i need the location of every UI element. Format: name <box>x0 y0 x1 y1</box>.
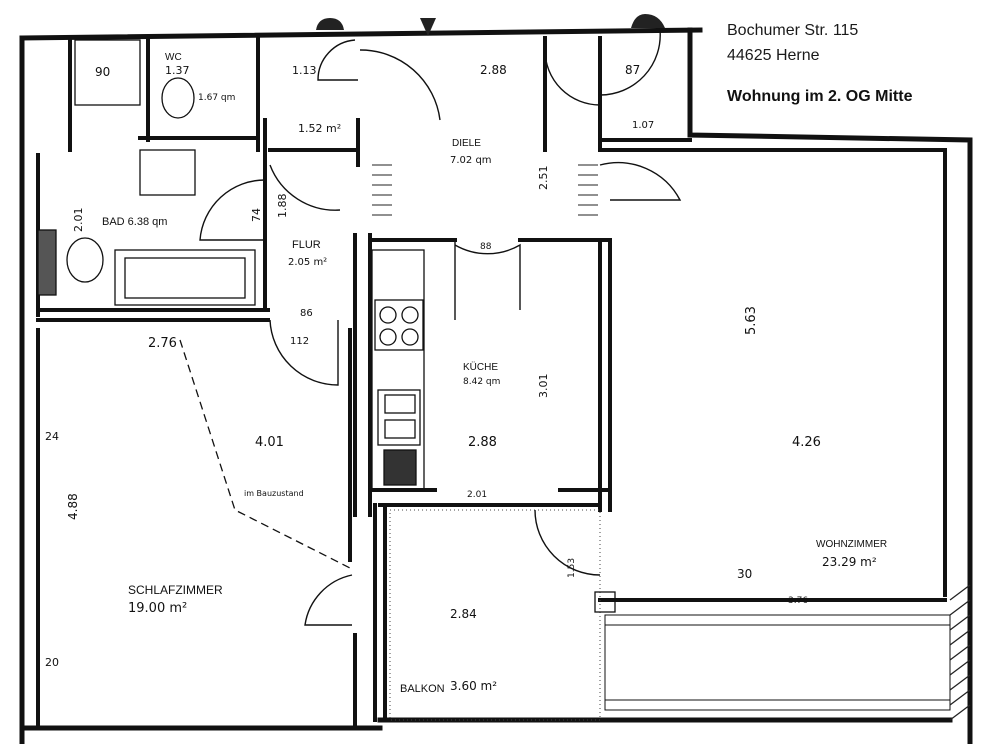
sink-bad <box>139 149 196 196</box>
label-balkon-area: 3.60 m² <box>450 679 497 693</box>
dim-74: 74 <box>250 208 263 222</box>
dim-90: 90 <box>95 65 110 79</box>
label-wc: WC <box>165 52 182 63</box>
toilet-bad <box>66 237 104 283</box>
label-wohnzimmer-area: 23.29 m² <box>822 555 877 569</box>
dim-401: 4.01 <box>255 435 284 450</box>
dim-563: 5.63 <box>744 306 759 335</box>
label-wohnzimmer: WOHNZIMMER <box>816 539 887 550</box>
dim-88: 88 <box>480 242 492 252</box>
kitchen-sink <box>377 389 421 446</box>
toilet-wc <box>161 77 195 119</box>
dim-24: 24 <box>45 430 59 443</box>
dim-301: 3.01 <box>537 374 550 399</box>
dim-288-mid: 2.88 <box>468 435 497 450</box>
dimensions: 90 1.13 2.88 87 2.51 2.01 74 1.88 2.76 4… <box>45 63 821 669</box>
dim-284: 2.84 <box>450 607 477 621</box>
dim-87: 87 <box>625 63 640 77</box>
label-schlafzimmer-area: 19.00 m² <box>128 601 187 616</box>
dim-276: 2.76 <box>148 336 177 351</box>
label-storage-area: 1.07 <box>632 120 654 131</box>
label-flur: FLUR <box>292 239 321 251</box>
label-bad: BAD 6.38 qm <box>102 216 167 228</box>
dim-251: 2.51 <box>537 166 550 191</box>
kitchen-counter <box>371 249 425 491</box>
unit-title: Wohnung im 2. OG Mitte <box>727 88 913 105</box>
dim-201-kitchen: 2.01 <box>467 490 487 500</box>
label-flur-area: 2.05 m² <box>288 257 327 268</box>
address-block: Bochumer Str. 115 44625 Herne Wohnung im… <box>727 18 912 106</box>
postal-city: 44625 Herne <box>727 47 820 64</box>
wardrobe-outline <box>179 339 351 569</box>
heater-bad <box>37 229 57 296</box>
exterior-hatching <box>949 584 971 721</box>
stove <box>374 299 424 351</box>
label-diele-area: 7.02 qm <box>450 155 492 166</box>
dim-153: 1.53 <box>567 558 577 578</box>
label-wc-area-top: 1.37 <box>165 64 190 77</box>
bathtub <box>114 249 256 306</box>
stair-lines <box>372 164 598 216</box>
note-bauzustand: im Bauzustand <box>244 489 304 498</box>
doors <box>199 29 682 626</box>
dim-188: 1.88 <box>276 194 289 219</box>
dim-20: 20 <box>45 656 59 669</box>
dim-112: 112 <box>290 336 309 347</box>
label-small-room-area: 1.52 m² <box>298 122 341 135</box>
radiator <box>594 591 616 613</box>
label-balkon: BALKON <box>400 683 445 695</box>
dim-30: 30 <box>737 567 752 581</box>
dim-426: 4.26 <box>792 435 821 450</box>
shower <box>74 39 141 106</box>
dim-201: 2.01 <box>72 208 85 233</box>
dim-86: 86 <box>300 308 313 319</box>
room-labels: WC 1.37 1.67 qm BAD 6.38 qm DIELE 7.02 q… <box>102 52 887 695</box>
fridge <box>383 449 417 486</box>
dim-113: 1.13 <box>292 64 317 77</box>
street-address: Bochumer Str. 115 <box>727 22 859 39</box>
wall-blobs <box>316 14 665 36</box>
fixtures <box>37 39 616 613</box>
label-wc-area: 1.67 qm <box>198 93 235 103</box>
dim-376: 3.76 <box>788 596 808 606</box>
balcony-railing <box>604 614 951 711</box>
label-diele: DIELE <box>452 138 481 149</box>
label-schlafzimmer: SCHLAFZIMMER <box>128 583 223 597</box>
balcony-floor <box>389 509 601 721</box>
dim-288-top: 2.88 <box>480 63 507 77</box>
dim-488: 4.88 <box>66 493 80 520</box>
inner-walls <box>36 36 947 730</box>
label-kueche-area: 8.42 qm <box>463 377 500 387</box>
label-kueche: KÜCHE <box>463 361 498 373</box>
